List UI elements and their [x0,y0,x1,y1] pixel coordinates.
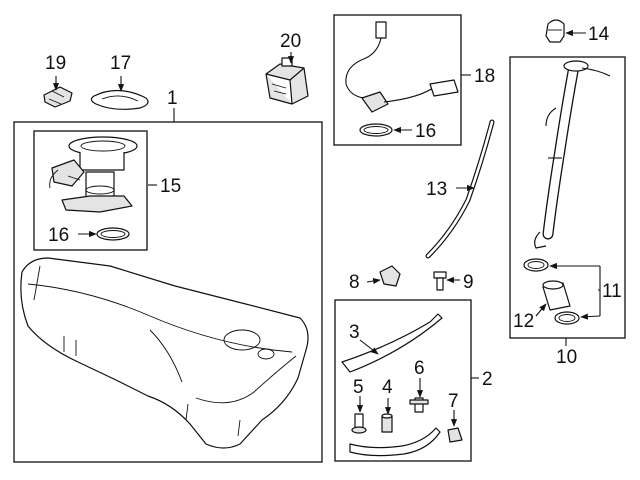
part-17-gasket [90,89,149,110]
part-18-level-sender [345,21,459,113]
part-1-fuel-tank [20,257,309,449]
part-11-hose-clamp-lower [554,311,580,325]
part-4-spacer [381,413,393,433]
part-6-bolt [409,397,429,413]
callout-16-lower: 16 [48,225,69,246]
part-20-control-module [265,57,309,105]
callout-10: 10 [556,347,577,368]
callout-3: 3 [349,322,360,343]
part-16-sender-seal-ring [359,123,393,137]
part-12-connector-hose [542,280,571,311]
strap-group-box [334,299,472,462]
pump-module-subgroup-box [33,130,148,251]
part-16-pump-seal-ring [96,227,130,241]
part-14-filler-cap [545,19,565,43]
callout-5: 5 [353,377,364,398]
fuel-tank-group-box [13,121,323,463]
part-5-bolt [351,413,367,434]
callout-12: 12 [513,311,534,332]
callout-19: 19 [45,53,66,74]
callout-17: 17 [110,53,131,74]
callout-6: 6 [414,358,425,379]
callout-1: 1 [167,88,178,109]
part-11-hose-clamp-upper [523,258,549,272]
part-7-clip [447,427,463,443]
callout-4: 4 [382,377,393,398]
callout-2: 2 [482,369,493,390]
callout-16-upper: 16 [415,121,436,142]
callout-13: 13 [426,179,447,200]
callout-14: 14 [588,24,610,45]
part-15-fuel-pump-module [49,136,138,213]
filler-pipe-group-box [509,56,626,339]
callout-7: 7 [448,391,459,412]
callout-20: 20 [280,31,301,52]
part-2-tank-strap [349,427,441,457]
callout-18: 18 [474,66,495,87]
sender-group-box [333,14,462,146]
callout-11: 11 [602,281,622,302]
part-9-bolt [433,271,447,291]
callout-8: 8 [349,272,360,293]
part-10-filler-pipe [534,60,611,249]
callout-9: 9 [463,272,474,293]
part-8-clip [379,265,401,287]
part-13-vent-hose [425,119,495,259]
part-19-clip [43,86,73,108]
leader-lines [52,29,601,427]
callout-15: 15 [160,176,181,197]
